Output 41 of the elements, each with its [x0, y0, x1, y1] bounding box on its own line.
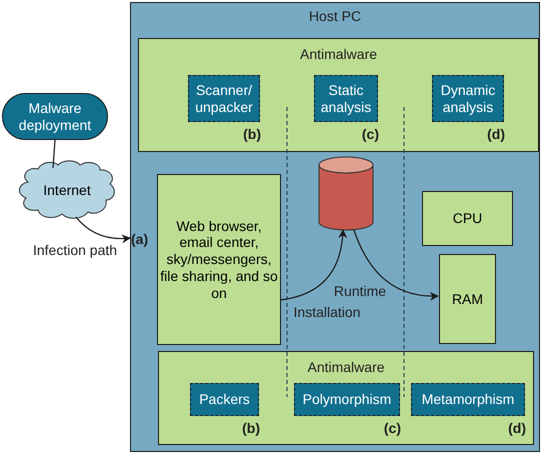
- application-box: [157, 174, 281, 345]
- antimalware-panel: [138, 38, 539, 152]
- arrow: [280, 229, 347, 301]
- node-label: RAM: [452, 290, 484, 308]
- node-label: Packers: [199, 391, 250, 408]
- callout-letter: (c): [384, 420, 401, 436]
- node-label: Scanner/ unpacker: [194, 82, 254, 116]
- edge-label: Runtime: [332, 283, 388, 300]
- cpu-box: [422, 191, 513, 246]
- antimalware-panel: [158, 351, 534, 445]
- host-pc-panel: [130, 2, 540, 452]
- panel-title: Antimalware: [298, 46, 378, 62]
- callout-letter: (b): [243, 126, 261, 142]
- node-label: Malware deployment: [18, 100, 92, 134]
- node-label: Static analysis: [320, 82, 372, 116]
- ram-box: [439, 254, 496, 344]
- connector-line: [52, 140, 56, 168]
- arrow: [76, 216, 131, 244]
- node-label: Web browser, email center, sky/messengers, file sharing, and so on: [159, 218, 279, 302]
- callout-letter: (a): [131, 231, 148, 247]
- technique-box: [294, 383, 400, 416]
- panel-title: Antimalware: [306, 359, 386, 375]
- technique-box: [411, 383, 525, 416]
- module-box: [188, 75, 260, 122]
- callout-letter: (d): [487, 126, 505, 142]
- arrow: [353, 230, 439, 300]
- edge-label: Infection path: [32, 242, 118, 259]
- callout-letter: (c): [362, 126, 379, 142]
- node-label: Polymorphism: [302, 391, 392, 408]
- node-label: Dynamic analysis: [440, 82, 496, 116]
- edge-label: Installation: [292, 304, 362, 321]
- panel-title: Host PC: [308, 8, 362, 24]
- callout-letter: (b): [242, 420, 260, 436]
- node-label: Metamorphism: [422, 391, 514, 408]
- callout-letter: (d): [508, 420, 526, 436]
- module-box: [314, 75, 378, 122]
- node-label: Internet: [43, 182, 91, 198]
- technique-box: [190, 383, 259, 416]
- node-label: CPU: [452, 210, 482, 227]
- module-box: [432, 75, 504, 122]
- terminal-shape: [2, 93, 108, 140]
